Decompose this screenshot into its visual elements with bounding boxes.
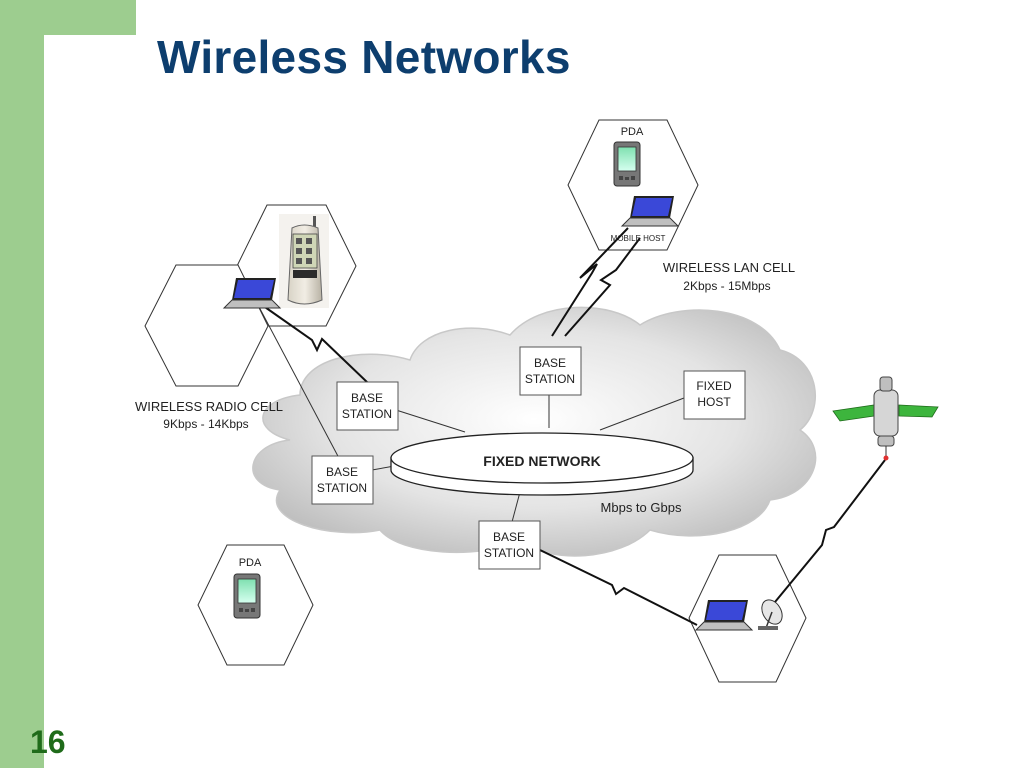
wireless-radio-cell-label: WIRELESS RADIO CELL: [135, 399, 283, 414]
fixed-host-label-1: FIXED: [696, 379, 732, 393]
slide-number: 16: [30, 724, 66, 760]
fixed-network-label: FIXED NETWORK: [483, 453, 600, 469]
slide-title: Wireless Networks: [157, 31, 571, 83]
pda-icon: [613, 141, 641, 187]
pda-icon: [233, 573, 261, 619]
base-station-label-b-2: STATION: [484, 546, 534, 560]
hexagon-cell-satellite: [688, 554, 807, 683]
wired-links: [257, 304, 685, 523]
fixed-host: FIXED HOST: [683, 370, 746, 420]
base-station-label-top-2: STATION: [525, 372, 575, 386]
fixed-host-label-2: HOST: [697, 395, 731, 409]
cloud-shape: [252, 306, 817, 557]
wireless-radio-cell-speed: 9Kbps - 14Kbps: [163, 417, 248, 431]
base-station-label-lu-2: STATION: [342, 407, 392, 421]
base-station-bottom: BASE STATION: [478, 520, 541, 570]
fixed-network-ring: FIXED NETWORK: [390, 432, 694, 496]
pda-label-top: PDA: [621, 126, 644, 138]
fixed-network-speed: Mbps to Gbps: [601, 500, 682, 515]
mobile-phone-icon: [279, 214, 329, 308]
base-station-top: BASE STATION: [519, 346, 582, 396]
base-station-label-ll-2: STATION: [317, 481, 367, 495]
wireless-lan-cell-label: WIRELESS LAN CELL: [663, 260, 795, 275]
wireless-links: [261, 227, 886, 626]
mobile-host-label: MOBILE HOST: [611, 234, 666, 243]
sidebar-band: [0, 0, 44, 768]
satellite-icon: [832, 376, 939, 461]
base-station-label-lu-1: BASE: [351, 391, 383, 405]
pda-label-bottom: PDA: [239, 557, 262, 569]
base-station-left-lower: BASE STATION: [311, 455, 374, 505]
wireless-lan-cell-speed: 2Kbps - 15Mbps: [683, 279, 770, 293]
satellite-dish-icon: [758, 599, 783, 630]
base-station-label-top-1: BASE: [534, 356, 566, 370]
base-station-left-upper: BASE STATION: [336, 381, 399, 431]
base-station-label-ll-1: BASE: [326, 465, 358, 479]
top-band: [44, 0, 136, 35]
base-station-label-b-1: BASE: [493, 530, 525, 544]
